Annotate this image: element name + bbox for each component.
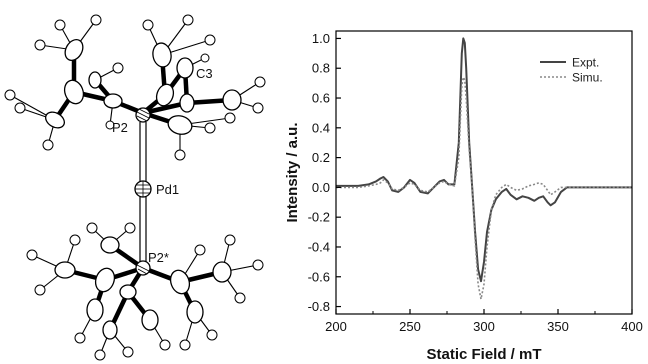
y-axis-ticks: 1.0 0.8 0.6 0.4 0.2 0.0 -0.2 -0.4 -0.6 -0.8: [308, 31, 341, 314]
y-tick-label: -0.4: [308, 239, 330, 254]
series-layer: [336, 37, 632, 300]
atom-label-c3: C3: [196, 66, 213, 81]
y-tick-label: 1.0: [312, 31, 330, 46]
molecular-structure: P2 C3 Pd1 P2*: [4, 14, 266, 361]
atom-label-p2-star: P2*: [148, 250, 169, 265]
x-tick-label: 300: [473, 319, 495, 334]
y-axis-title: Intensity / a.u.: [284, 122, 301, 222]
x-tick-label: 400: [621, 319, 643, 334]
y-tick-label: 0.4: [312, 120, 330, 135]
y-tick-label: -0.6: [308, 269, 330, 284]
y-tick-label: 0.0: [312, 180, 330, 195]
legend-label: Expt.: [572, 56, 599, 70]
y-tick-label: 0.8: [312, 61, 330, 76]
y-tick-label: 0.6: [312, 91, 330, 106]
x-axis-ticks: 200 250 300 350 400: [325, 309, 643, 334]
y-tick-label: -0.8: [308, 299, 330, 314]
legend: Expt.Simu.: [540, 56, 603, 85]
y-tick-label: -0.2: [308, 210, 330, 225]
x-tick-label: 200: [325, 319, 347, 334]
x-tick-label: 350: [547, 319, 569, 334]
y-tick-label: 0.2: [312, 150, 330, 165]
legend-label: Simu.: [572, 71, 603, 85]
atom-label-pd1: Pd1: [156, 182, 179, 197]
epr-spectrum-chart: 200 250 300 350 400 1.0 0.8 0.6 0.4 0.2 0.0 -0.2 -0…: [284, 30, 643, 363]
x-tick-label: 250: [399, 319, 421, 334]
series-line-simu: [336, 76, 632, 300]
atom-label-p2: P2: [112, 120, 128, 135]
x-axis-title: Static Field / mT: [426, 346, 541, 363]
